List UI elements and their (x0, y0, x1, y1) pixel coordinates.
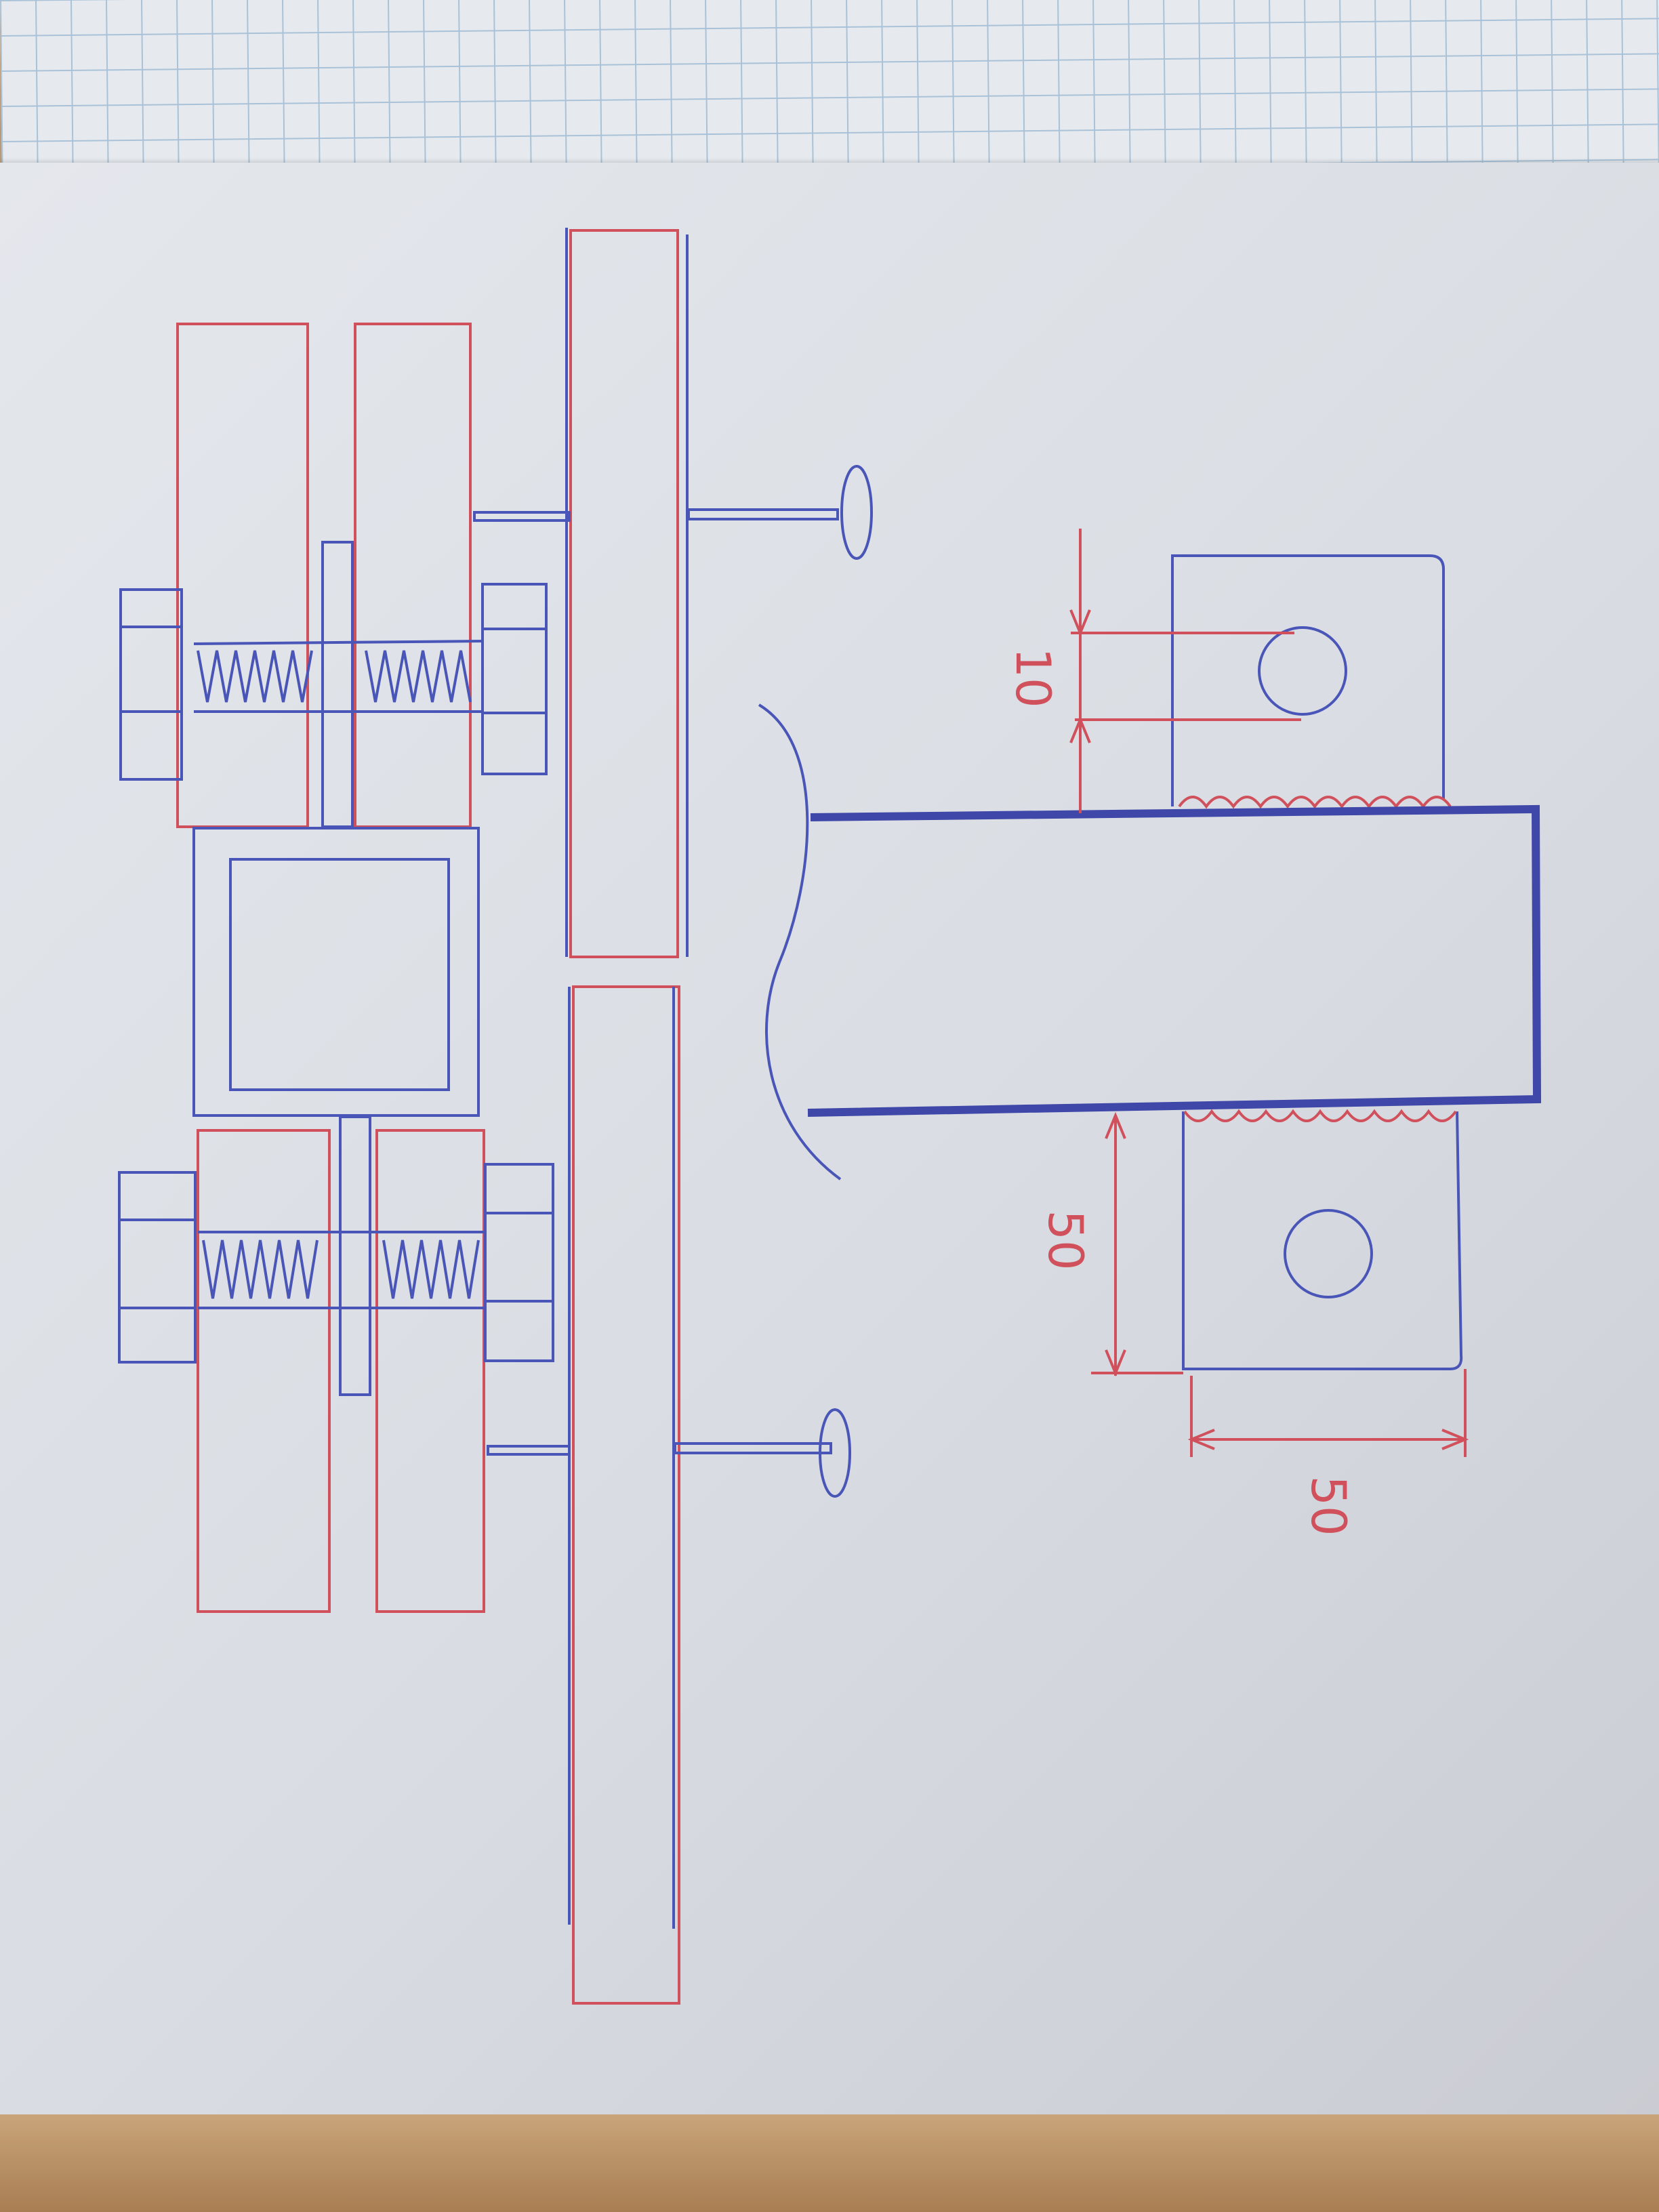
bolt-upper (193, 640, 483, 713)
plate-upper (1171, 554, 1452, 809)
section-view (118, 228, 873, 2005)
bolt-lower (198, 1231, 485, 1309)
plank-upper (565, 228, 689, 958)
plan-view: 10 50 50 (758, 529, 1542, 1536)
hex-nut-upper-right (481, 583, 548, 775)
plank-lower (568, 985, 680, 2005)
steel-plate-upper (321, 541, 354, 828)
wood-board-lower-left (197, 1129, 331, 1613)
dimension-50-width: 50 (1187, 1369, 1469, 1536)
dimension-label-10: 10 (1005, 647, 1061, 708)
break-line (758, 703, 842, 1181)
nail-upper (473, 465, 873, 560)
paper-sheet (0, 163, 1659, 2128)
hex-nut-lower-left (118, 1171, 197, 1364)
weld-upper (1178, 796, 1452, 809)
bolt-hole-lower (1284, 1209, 1373, 1298)
hex-nut-lower-right (484, 1163, 554, 1362)
wood-board-upper-right (354, 323, 472, 828)
bolt-hole-upper (1258, 626, 1347, 716)
wood-board-upper-left (176, 323, 309, 828)
dimension-50-length: 50 (1038, 1111, 1183, 1377)
plate-lower (1182, 1109, 1463, 1370)
weld-lower (1183, 1109, 1457, 1122)
dimension-10: 10 (1005, 529, 1301, 813)
rectangular-tube (807, 804, 1542, 1117)
square-tube-section (192, 827, 480, 1117)
steel-plate-lower (339, 1115, 371, 1396)
nail-lower (487, 1408, 851, 1498)
wooden-desk (0, 2114, 1659, 2212)
hex-nut-upper-left (119, 588, 183, 781)
dimension-label-50-width: 50 (1300, 1475, 1356, 1536)
dimension-label-50-length: 50 (1038, 1210, 1093, 1270)
wood-board-lower-right (375, 1129, 485, 1613)
